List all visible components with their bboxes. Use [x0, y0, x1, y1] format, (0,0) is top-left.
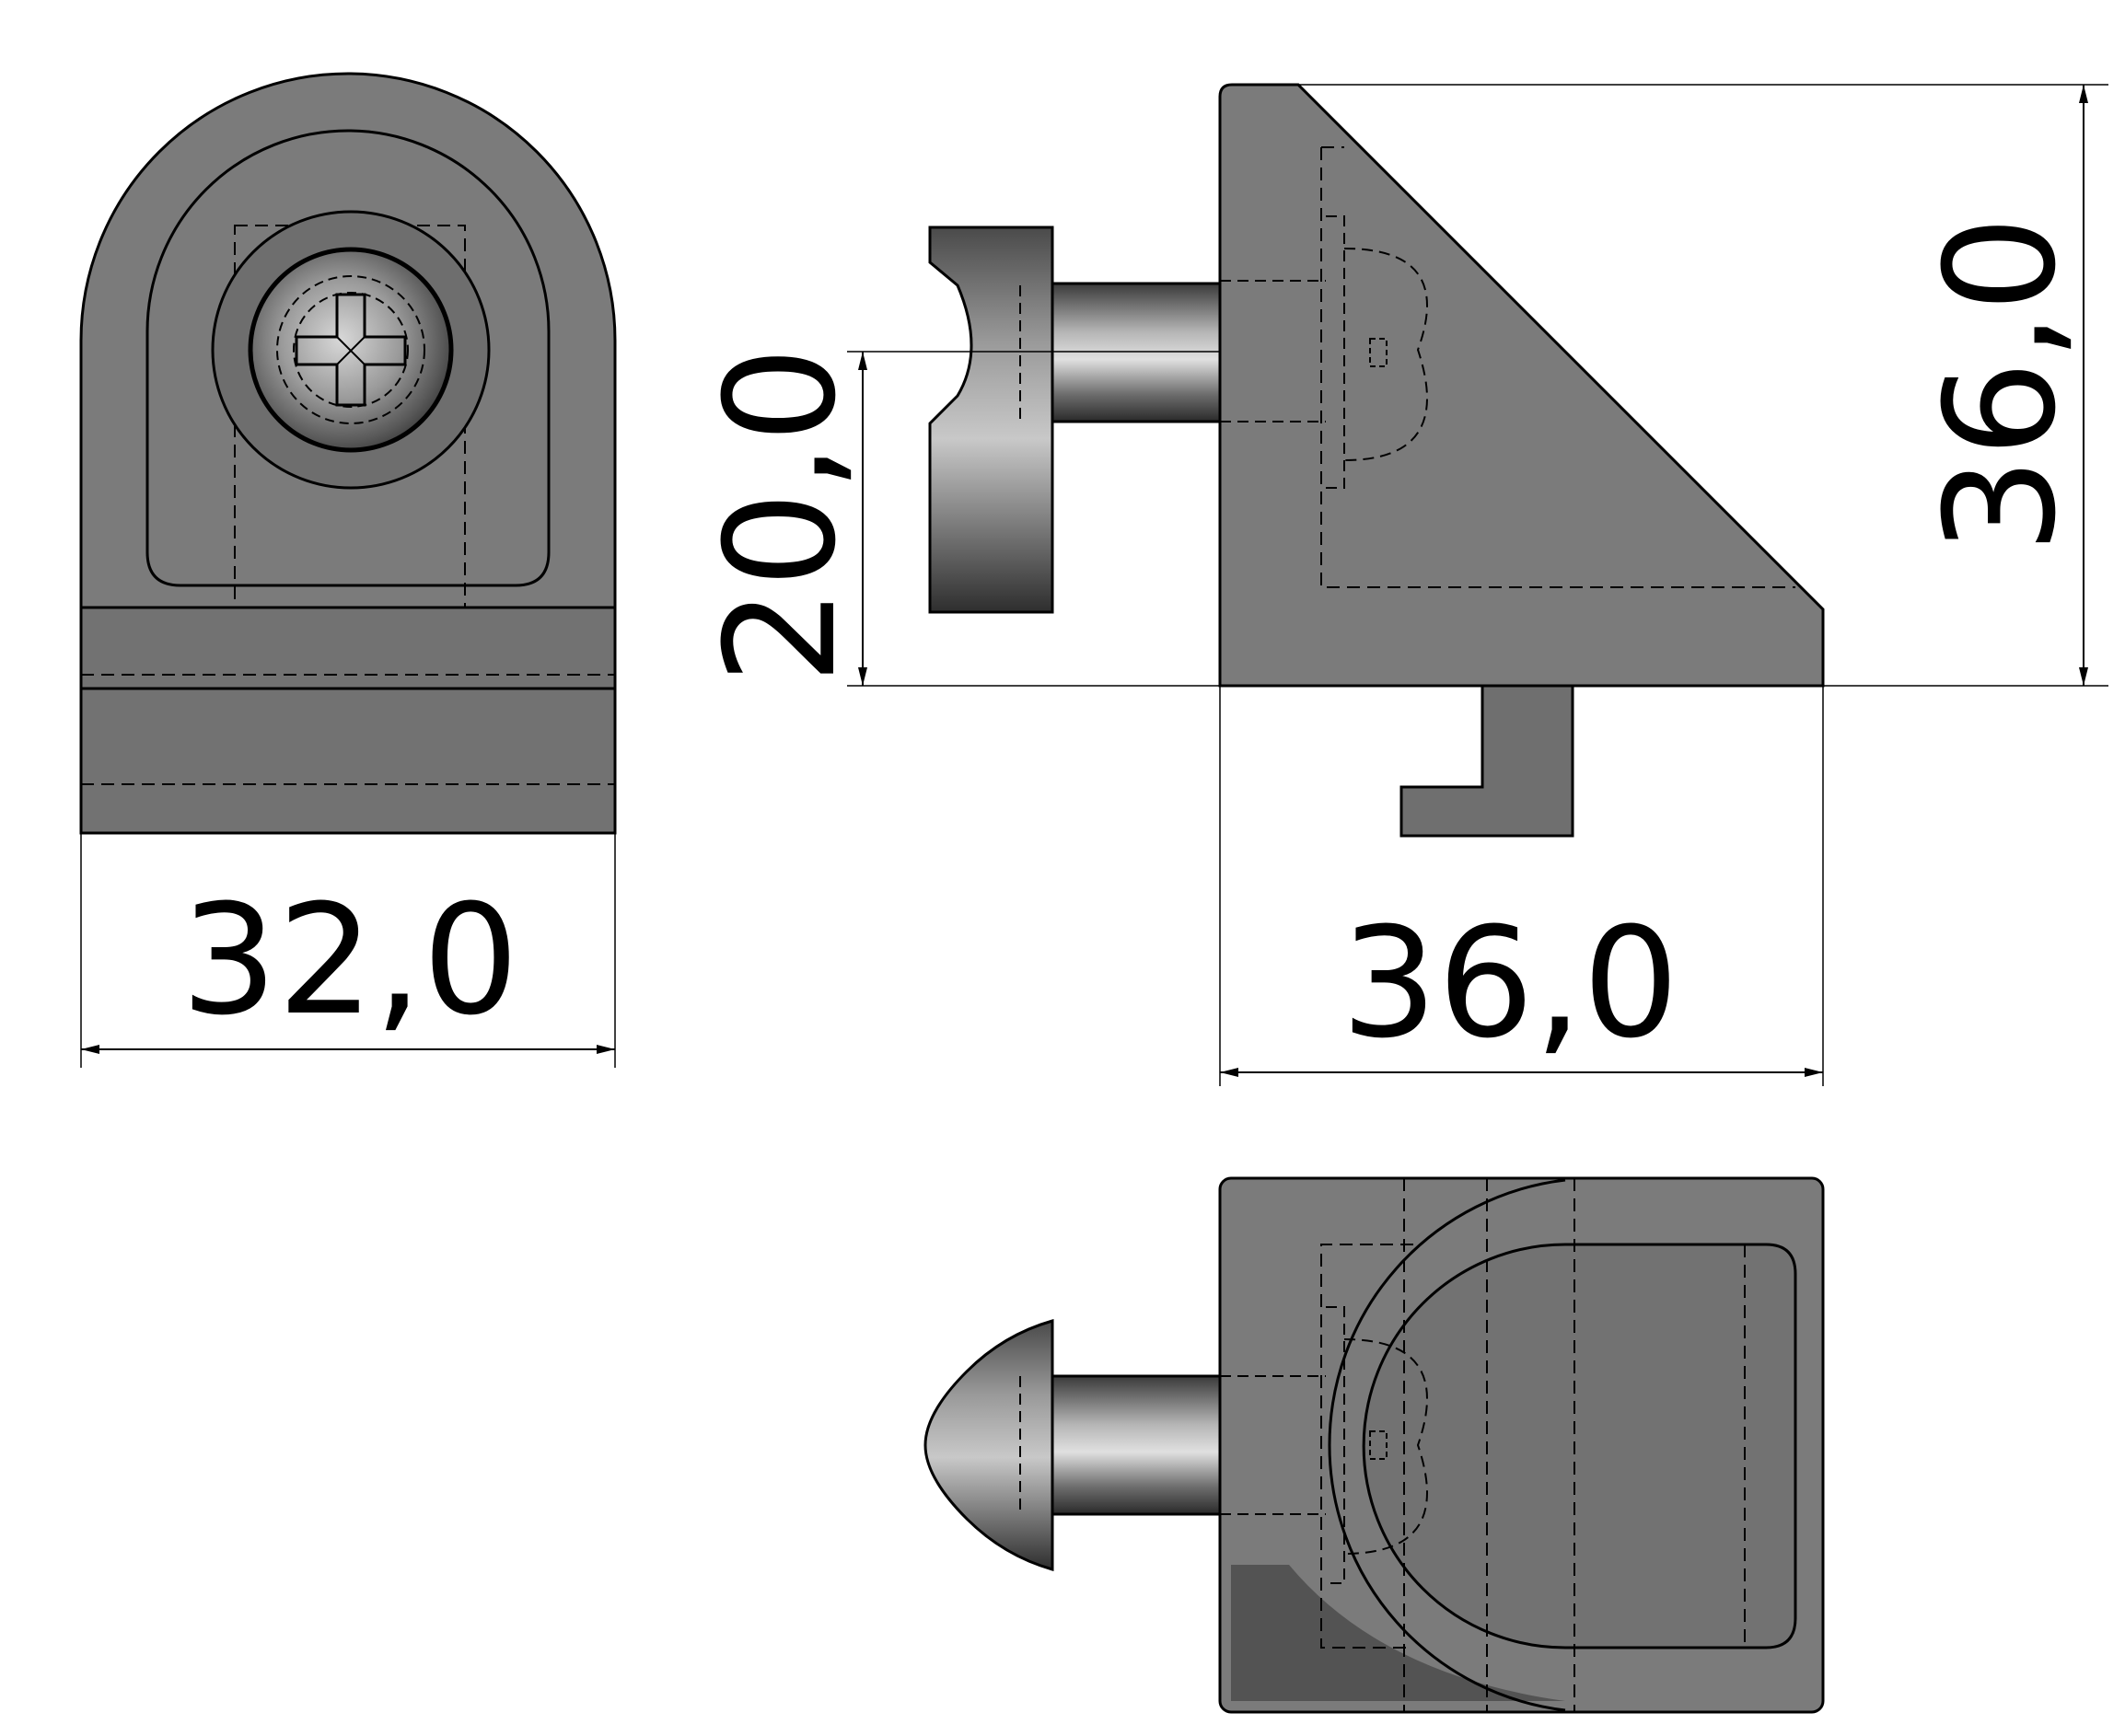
top-outer-arc [1328, 1178, 1566, 1712]
top-view [923, 1176, 1825, 1714]
top-recess [1362, 1243, 1797, 1649]
side-view [928, 83, 1825, 838]
top-bolt-shank [1048, 1374, 1222, 1516]
front-view [79, 72, 617, 835]
top-dome-cap [923, 1319, 1054, 1571]
dimension-front-width: 32,0 [80, 833, 616, 1068]
dimension-side-height: 36,0 [1298, 84, 2108, 687]
dim-label-32: 32,0 [180, 872, 518, 1048]
side-bracket-foot [1399, 684, 1574, 838]
dim-label-36-vertical: 36,0 [1912, 215, 2089, 553]
dim-label-20: 20,0 [692, 346, 869, 684]
dim-label-36-horizontal: 36,0 [1341, 895, 1678, 1071]
side-bolt-cap [928, 226, 1054, 614]
front-recess [145, 129, 551, 587]
front-base [79, 606, 617, 835]
dimension-side-width: 36,0 [1219, 686, 1824, 1086]
side-bolt-shank [1048, 282, 1222, 423]
side-bracket-body [1218, 83, 1825, 688]
dimension-bolt-height: 20,0 [692, 346, 1220, 687]
